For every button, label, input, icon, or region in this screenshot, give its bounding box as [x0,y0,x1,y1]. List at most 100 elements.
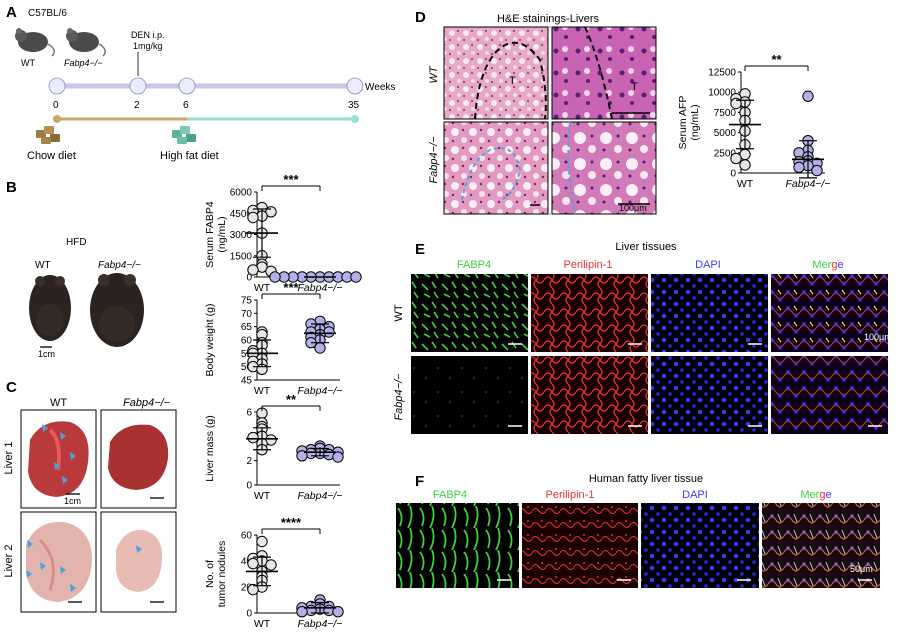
significance-label: **** [281,515,302,530]
y-tick-label: 2 [246,456,252,467]
data-point [332,606,344,618]
significance-label: ** [771,52,782,67]
he-ko-zoom [551,121,657,215]
liver-2-label: Liver 2 [3,544,15,577]
x-category-label: Fabp4−/− [298,282,343,294]
data-point [247,264,259,276]
f-title: Human fatty liver tissue [589,473,703,485]
week-35: 35 [348,100,360,111]
mouse-photo-ko-label: Fabp4−/− [98,260,141,271]
he-tumor-label-1: T [509,75,516,87]
data-point [730,152,742,165]
f-scale-label: 50μm [850,564,873,574]
panel-f: F Human fatty liver tissue FABP4 Perilip… [396,473,880,588]
e-header-merge: Merge [812,259,843,271]
e-wt-perilipin-image [531,274,648,352]
y-tick-label: 20 [241,583,253,594]
y-tick-label: 45 [241,376,253,387]
e-header-perilipin: Perilipin-1 [564,259,613,271]
data-point [793,161,805,174]
scale-label-c: 1cm [64,496,81,506]
strain-label: C57BL/6 [28,8,67,19]
mouse-wt-label: WT [21,58,35,68]
significance-label: *** [283,280,299,295]
y-tick-label: 6 [246,408,252,419]
week-6: 6 [183,100,189,111]
e-ko-dapi-image [651,356,768,434]
he-wt-label: WT [428,65,440,83]
y-tick-label: 0 [246,273,252,284]
y-tick-label: 12500 [708,68,736,79]
y-tick-label: 0 [246,609,252,620]
timeline-node-0 [48,77,66,95]
y-tick-label: 65 [241,322,253,333]
y-axis-label: Serum AFP [677,96,689,150]
x-category-label: Fabp4−/− [786,178,831,190]
y-tick-label: 40 [241,557,253,568]
panel-e: E Liver tissues FABP4 Perilipin-1 DAPI M… [393,241,892,434]
mouse-photo-ko [90,273,144,347]
week-0: 0 [53,100,59,111]
timeline-node-35 [346,77,364,95]
y-axis-label: Serum FABP4 [204,201,216,268]
y-tick-label: 2500 [714,148,737,159]
e-ko-merge-image [771,356,888,434]
f-header-merge: Merge [800,489,831,501]
e-ko-label: Fabp4−/− [393,373,405,421]
y-tick-label: 4500 [230,209,253,220]
e-title: Liver tissues [615,241,677,253]
mouse-ko-label: Fabp4−/− [64,58,103,68]
f-fabp4-image [396,503,519,588]
chow-pellet-icon [36,126,60,144]
timeline-node-6 [178,77,196,95]
mouse-icon [15,28,55,57]
x-category-label: WT [737,178,754,190]
e-ko-perilipin-image [531,356,648,434]
y-tick-label: 0 [246,481,252,492]
f-merge-image [762,503,880,588]
data-point [256,535,268,548]
data-point [739,159,751,171]
x-category-label: Fabp4−/− [298,385,343,397]
f-perilipin-image [522,503,638,588]
he-ko-overview [443,121,549,215]
panel-label-c: C [6,379,17,396]
panel-b: B HFD WT Fabp4−/− 1cm [6,179,144,359]
data-point [314,342,326,354]
y-axis-label: No. of [204,560,216,588]
panel-label-e: E [415,241,425,258]
liver-ko-header: Fabp4−/− [123,397,171,409]
data-point [247,431,259,444]
data-point [730,97,742,110]
panel-label-b: B [6,179,17,196]
y-tick-label: 10000 [708,88,736,99]
panel-d: D H&E stainings-Livers WT Fabp4−/− T T 1… [415,9,657,215]
y-axis-label: (ng/mL) [216,216,228,252]
y-tick-label: 3000 [230,230,253,241]
significance-label: ** [286,392,297,407]
significance-label: *** [283,172,299,187]
x-category-label: WT [254,618,271,630]
panel-label-a: A [6,4,17,21]
he-ko-label: Fabp4−/− [428,136,440,184]
y-tick-label: 1500 [230,251,253,262]
f-header-fabp4: FABP4 [433,489,467,501]
data-point [350,271,362,283]
hfd-pellet-icon [172,126,196,144]
y-tick-label: 60 [241,336,253,347]
panel-label-f: F [415,473,424,490]
data-point [247,583,259,596]
mouse-photo-wt [29,275,71,341]
y-tick-label: 6000 [230,188,253,199]
timeline-node-2 [129,77,147,95]
hfd-label: High fat diet [160,150,219,162]
den-line-2: 1mg/kg [133,41,163,51]
data-point [247,211,259,224]
f-dapi-image [641,503,759,588]
